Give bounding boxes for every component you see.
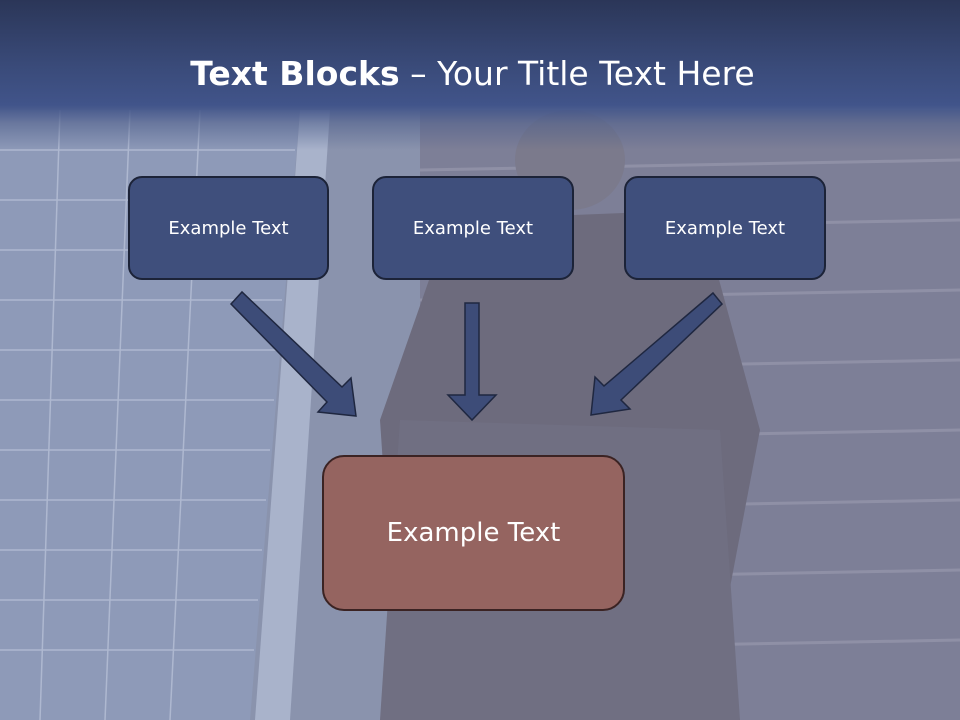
slide-title: Text Blocks – Your Title Text Here: [0, 52, 945, 96]
target-block: Example Text: [322, 455, 625, 611]
text-block-2-label: Example Text: [412, 217, 534, 239]
target-block-label: Example Text: [386, 518, 561, 548]
arrow-center-down: [446, 302, 498, 422]
text-block-1: Example Text: [128, 176, 329, 280]
text-block-3: Example Text: [624, 176, 826, 280]
title-rest: Your Title Text Here: [437, 54, 755, 93]
arrow-right-diagonal: [590, 291, 724, 416]
arrow-left-diagonal: [229, 290, 357, 417]
text-block-2: Example Text: [372, 176, 574, 280]
text-block-3-label: Example Text: [664, 217, 786, 239]
header-band: [0, 0, 960, 150]
title-bold: Text Blocks: [190, 54, 400, 93]
title-separator: –: [399, 54, 438, 93]
text-block-1-label: Example Text: [168, 217, 289, 239]
